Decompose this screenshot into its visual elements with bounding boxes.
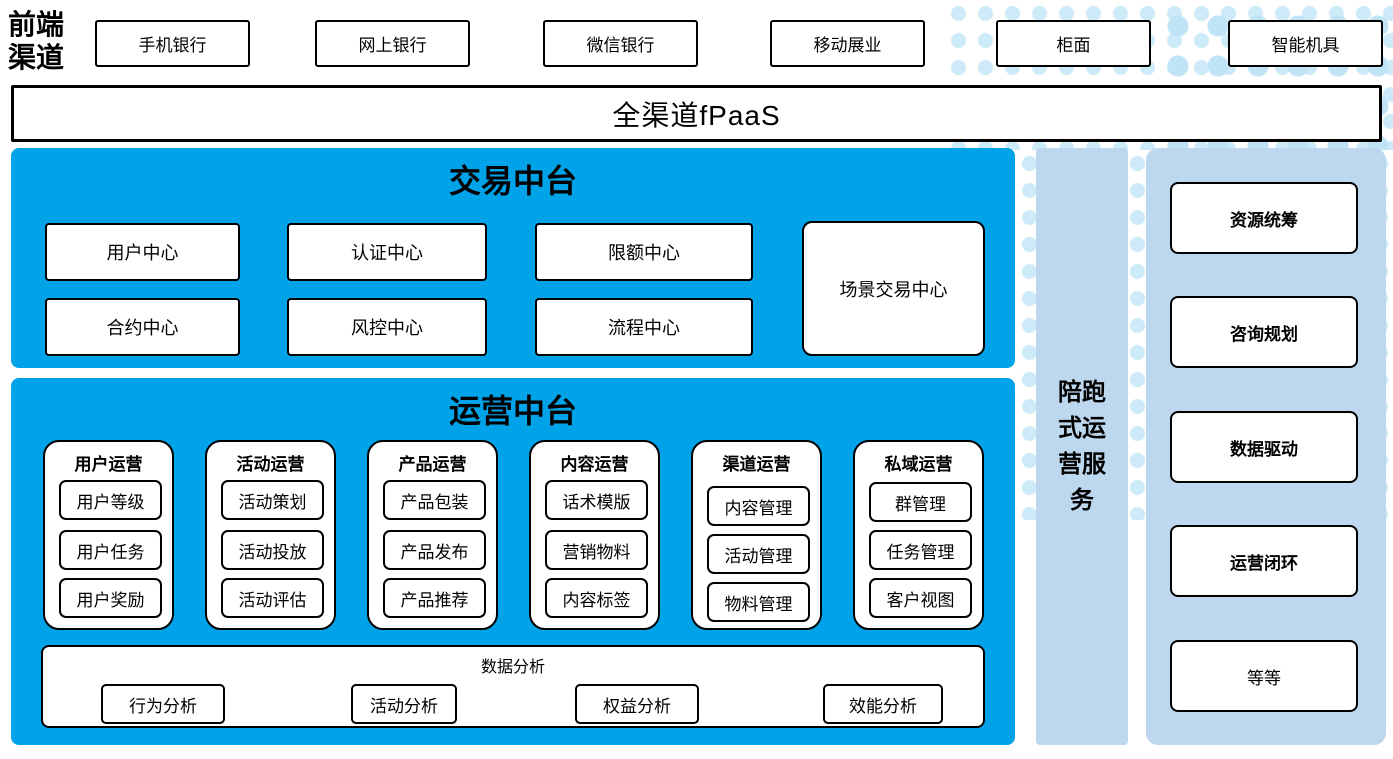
ops-column-title: 活动运营 (236, 455, 305, 474)
ops-column-title: 渠道运营 (722, 455, 791, 474)
ops-item: 内容标签 (545, 578, 648, 618)
contract-center-box: 合约中心 (45, 298, 240, 356)
ops-column-title: 内容运营 (560, 455, 629, 474)
channel-smart-devices: 智能机具 (1228, 20, 1383, 67)
ops-item: 产品推荐 (383, 578, 486, 618)
companion-service-label: 陪跑式运营服务 (1058, 378, 1106, 514)
limit-center-box: 限额中心 (535, 223, 753, 281)
analysis-item: 效能分析 (823, 684, 943, 724)
service-item-etc: 等等 (1170, 640, 1358, 712)
operations-platform-section: 运营中台 用户运营 用户等级 用户任务 用户奖励 活动运营 活动策划 活动投放 … (11, 378, 1015, 745)
analysis-item: 活动分析 (351, 684, 457, 724)
channel-wechat-banking: 微信银行 (543, 20, 698, 67)
ops-column-title: 产品运营 (398, 455, 467, 474)
ops-item: 用户任务 (59, 530, 162, 570)
frontend-channels-label: 前端渠道 (8, 8, 65, 75)
service-item-consulting: 咨询规划 (1170, 296, 1358, 368)
channel-counter: 柜面 (996, 20, 1151, 67)
ops-column-private-domain: 私域运营 群管理 任务管理 客户视图 (853, 440, 984, 630)
ops-item: 任务管理 (869, 530, 972, 570)
data-analysis-title: 数据分析 (480, 659, 545, 676)
companion-service-bar: 陪跑式运营服务 (1036, 148, 1128, 745)
ops-item: 活动管理 (707, 534, 810, 574)
ops-item: 用户等级 (59, 480, 162, 520)
transaction-platform-section: 交易中台 用户中心 认证中心 限额中心 合约中心 风控中心 流程中心 场景交易中… (11, 148, 1015, 368)
fpaas-bar: 全渠道fPaaS (11, 85, 1382, 142)
ops-item: 活动投放 (221, 530, 324, 570)
data-analysis-bar: 数据分析 行为分析 活动分析 权益分析 效能分析 (41, 645, 985, 728)
auth-center-box: 认证中心 (287, 223, 487, 281)
scene-transaction-center-box: 场景交易中心 (802, 221, 985, 356)
ops-item: 产品包装 (383, 480, 486, 520)
user-center-box: 用户中心 (45, 223, 240, 281)
ops-item: 营销物料 (545, 530, 648, 570)
operations-platform-title: 运营中台 (448, 392, 577, 430)
service-panel: 资源统筹 咨询规划 数据驱动 运营闭环 等等 (1146, 148, 1386, 745)
service-item-data-driven: 数据驱动 (1170, 411, 1358, 483)
ops-item: 活动评估 (221, 578, 324, 618)
ops-item: 群管理 (869, 482, 972, 522)
service-item-resource-planning: 资源统筹 (1170, 182, 1358, 254)
channel-mobile-marketing: 移动展业 (770, 20, 925, 67)
analysis-item: 行为分析 (101, 684, 225, 724)
ops-column-content: 内容运营 话术模版 营销物料 内容标签 (529, 440, 660, 630)
ops-item: 物料管理 (707, 582, 810, 622)
transaction-platform-title: 交易中台 (448, 162, 577, 200)
ops-column-activity: 活动运营 活动策划 活动投放 活动评估 (205, 440, 336, 630)
channel-online-banking: 网上银行 (315, 20, 470, 67)
ops-column-product: 产品运营 产品包装 产品发布 产品推荐 (367, 440, 498, 630)
ops-item: 内容管理 (707, 486, 810, 526)
ops-item: 客户视图 (869, 578, 972, 618)
ops-column-title: 私域运营 (884, 455, 953, 474)
ops-column-user: 用户运营 用户等级 用户任务 用户奖励 (43, 440, 174, 630)
ops-item: 产品发布 (383, 530, 486, 570)
analysis-item: 权益分析 (575, 684, 699, 724)
ops-column-title: 用户运营 (74, 455, 143, 474)
ops-column-channel: 渠道运营 内容管理 活动管理 物料管理 (691, 440, 822, 630)
ops-item: 话术模版 (545, 480, 648, 520)
channel-mobile-banking: 手机银行 (95, 20, 250, 67)
process-center-box: 流程中心 (535, 298, 753, 356)
service-item-ops-loop: 运营闭环 (1170, 525, 1358, 597)
ops-item: 用户奖励 (59, 578, 162, 618)
ops-item: 活动策划 (221, 480, 324, 520)
risk-center-box: 风控中心 (287, 298, 487, 356)
